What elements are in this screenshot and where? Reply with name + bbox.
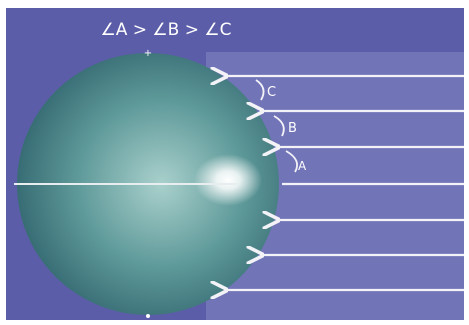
sun-rays: [226, 76, 464, 290]
angle-label-c: C: [267, 85, 276, 100]
south-pole-marker: [146, 314, 150, 318]
north-pole-marker: +: [144, 48, 152, 59]
angle-relation-title: ∠A > ∠B > ∠C: [101, 20, 232, 40]
angle-arc-b: [273, 115, 285, 137]
angle-label-a: A: [298, 159, 307, 173]
angle-arc-a: [285, 150, 298, 173]
diagram-frame: + C B A ∠A > ∠B > ∠C: [6, 8, 464, 320]
angle-label-b: B: [288, 121, 297, 136]
sunlight-angle-diagram: + C B A ∠A > ∠B > ∠C: [6, 8, 464, 320]
angle-arc-c: [255, 79, 265, 101]
subsolar-glow: [194, 154, 262, 206]
